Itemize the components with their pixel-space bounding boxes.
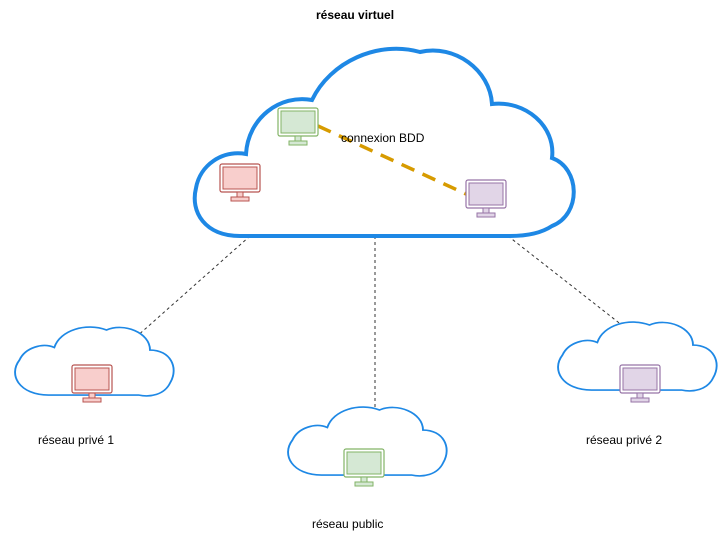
db-connection-label: connexion BDD — [341, 131, 425, 145]
db-connection-line — [317, 124, 467, 196]
monitor-icon-private1 — [71, 364, 113, 403]
monitor-icon-red — [219, 163, 261, 202]
link-private1 — [134, 235, 251, 339]
link-private2 — [507, 235, 633, 334]
monitor-icon-public — [343, 448, 385, 487]
private1-label: réseau privé 1 — [38, 433, 115, 447]
private2-label: réseau privé 2 — [586, 433, 663, 447]
monitor-icon-green — [277, 107, 319, 146]
public-label: réseau public — [312, 517, 384, 531]
monitor-icon-private2 — [619, 364, 661, 403]
monitor-icon-purple — [465, 179, 507, 218]
diagram-title: réseau virtuel — [316, 8, 395, 22]
